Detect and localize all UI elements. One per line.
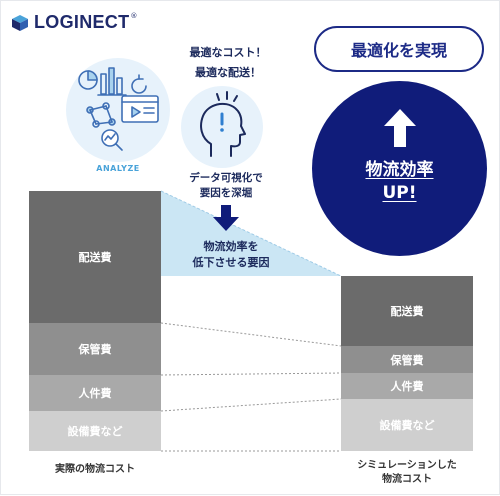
simulated-storage-segment: 保管費 [341,346,473,373]
up-arrow-icon [384,109,416,147]
actual-storage-label: 保管費 [78,343,112,356]
head-backdrop [181,86,263,168]
reason-text: 物流効率を 低下させる要因 [171,239,291,271]
analyze-label: ANALYZE [96,164,140,173]
simulated-cost-label-line1: シミュレーションした [357,460,457,471]
down-arrow-icon [213,205,239,231]
actual-equipment-segment: 設備費など [29,411,161,451]
efficiency-line2: UP! [382,183,417,203]
simulated-labor-segment: 人件費 [341,373,473,399]
actual-cost-label: 実際の物流コスト [55,464,135,475]
actual-delivery-segment: 配送費 [29,191,161,323]
analyze-dashboard-icon [78,67,159,151]
efficiency-up-text: 物流効率 UP! [312,159,487,205]
actual-delivery-label: 配送費 [78,251,112,264]
optimal-delivery-text: 最適な配送！ [195,66,261,79]
simulated-cost-label: シミュレーションした 物流コスト [331,459,483,487]
actual-labor-segment: 人件費 [29,375,161,411]
simulated-cost-label-line2: 物流コスト [382,474,432,485]
simulated-delivery-label: 配送費 [390,305,424,318]
actual-labor-label: 人件費 [78,387,112,400]
logo-cube-icon [12,14,28,31]
simulated-equipment-segment: 設備費など [341,399,473,451]
reason-line1: 物流効率を [203,240,259,253]
simulated-labor-label: 人件費 [390,380,424,393]
reason-line2: 低下させる要因 [192,256,270,269]
actual-storage-segment: 保管費 [29,323,161,375]
visualize-line1: データ可視化で [189,172,263,184]
optimal-cost-text: 最適なコスト！ [189,46,267,59]
efficiency-line1: 物流効率 [365,160,434,180]
simulated-delivery-segment: 配送費 [341,276,473,346]
logo: LOGINECT ® [11,12,137,33]
optimal-message: 最適なコスト！ 最適な配送！ [173,43,283,83]
simulated-storage-label: 保管費 [390,353,424,367]
visualize-line2: 要因を深堀 [199,187,253,199]
logo-text: LOGINECT [34,12,130,32]
simulated-equipment-label: 設備費など [379,419,435,432]
visualize-message: データ可視化で 要因を深堀 [171,171,281,201]
optimization-pill: 最適化を実現 [314,26,484,72]
head-thinking-icon [200,91,246,157]
actual-equipment-label: 設備費など [67,425,123,438]
optimization-pill-label: 最適化を実現 [350,41,447,60]
registered-mark: ® [130,12,138,20]
